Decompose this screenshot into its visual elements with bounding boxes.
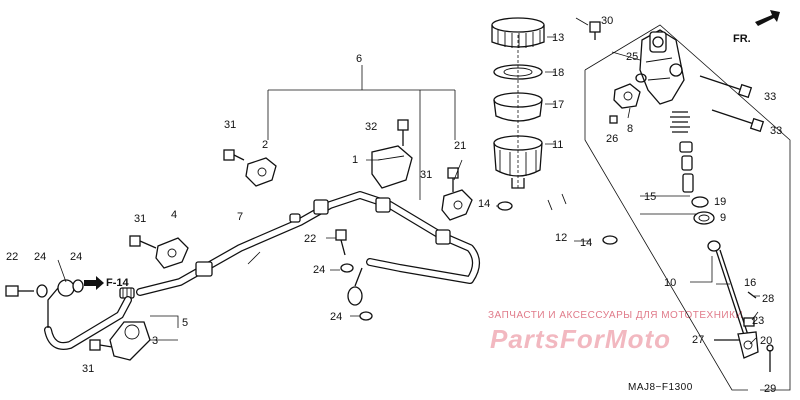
washer-24-c — [340, 263, 354, 273]
callout-17: 17 — [552, 99, 564, 111]
clevis-20 — [737, 331, 759, 359]
bolt-31-d — [89, 339, 113, 351]
callout-33-a: 33 — [764, 91, 776, 103]
callout-18: 18 — [552, 67, 564, 79]
callout-16: 16 — [744, 277, 756, 289]
watermark-logo: PartsForMoto — [490, 324, 671, 354]
pin-29 — [766, 344, 774, 372]
callout-22-a: 22 — [6, 251, 18, 263]
bolt-33-lower — [711, 109, 765, 133]
reservoir-hose — [501, 182, 616, 242]
hose-connector-7 — [289, 213, 301, 223]
hose-clip-lower — [602, 235, 618, 245]
bolt-33-upper — [699, 75, 753, 99]
bolt-32 — [397, 119, 409, 146]
ref-label: F-14 — [106, 277, 130, 289]
callout-6: 6 — [356, 53, 362, 65]
banjo-fitting-lower — [47, 279, 75, 328]
callout-2: 2 — [262, 139, 268, 151]
piston-spring — [670, 111, 690, 133]
callout-25: 25 — [626, 51, 638, 63]
callout-27: 27 — [692, 334, 704, 346]
callout-4: 4 — [171, 209, 177, 221]
callout-30: 30 — [601, 15, 613, 27]
callout-31-b: 31 — [420, 169, 432, 181]
oring-26 — [609, 115, 618, 124]
hose-clip-upper — [497, 201, 513, 211]
bolt-22-b — [335, 229, 347, 256]
clamp-4 — [155, 237, 189, 269]
watermark-text: ЗАПЧАСТИ И АКСЕССУАРЫ ДЛЯ МОТОТЕХНИКИ — [488, 310, 743, 321]
clamp-2 — [245, 157, 277, 187]
callout-33-b: 33 — [770, 125, 782, 137]
callout-21: 21 — [454, 140, 466, 152]
diagram-code: MAJ8−F1300 — [628, 382, 693, 393]
brake-hose-lower — [44, 296, 132, 350]
bolt-31-a — [223, 149, 245, 161]
callout-24-d: 24 — [330, 311, 342, 323]
piston-body — [679, 141, 694, 193]
callout-19: 19 — [714, 196, 726, 208]
callout-15: 15 — [644, 191, 656, 203]
bracket-1 — [371, 145, 413, 189]
callout-32: 32 — [365, 121, 377, 133]
callout-26: 26 — [606, 133, 618, 145]
callout-31-c: 31 — [134, 213, 146, 225]
callout-14-b: 14 — [580, 237, 592, 249]
hose-fitting-c — [435, 229, 451, 245]
callout-29: 29 — [764, 383, 776, 395]
bracket-3 — [109, 321, 151, 361]
callout-24-b: 24 — [70, 251, 82, 263]
bolt-22-a — [5, 285, 34, 297]
callout-14-a: 14 — [478, 198, 490, 210]
banjo-fitting-mid — [347, 267, 363, 306]
arrow-ref-icon — [84, 276, 104, 290]
hose-fitting-d — [195, 261, 213, 277]
master-cylinder-body — [639, 29, 685, 105]
brake-hose-main — [136, 191, 480, 296]
callout-12: 12 — [555, 232, 567, 244]
callout-5: 5 — [182, 317, 188, 329]
front-label: FR. — [733, 33, 751, 45]
washer-24-d — [359, 311, 373, 321]
callout-20: 20 — [760, 335, 772, 347]
clamp-21 — [441, 189, 473, 221]
callout-11: 11 — [552, 139, 563, 151]
callout-10: 10 — [664, 277, 676, 289]
callout-22-b: 22 — [304, 233, 316, 245]
callout-28: 28 — [762, 293, 774, 305]
washer-24-b — [72, 279, 84, 293]
hose-joint-8 — [613, 83, 641, 109]
nut-23 — [743, 317, 755, 327]
circlip-9 — [693, 211, 715, 225]
washer-25 — [635, 73, 647, 83]
callout-1: 1 — [352, 154, 358, 166]
callout-23: 23 — [752, 315, 764, 327]
callout-24-c: 24 — [313, 264, 325, 276]
front-arrow-icon — [755, 10, 780, 26]
callout-3: 3 — [152, 335, 158, 347]
reservoir-cap — [491, 17, 545, 48]
hose-fitting-b — [375, 197, 391, 213]
callout-31-a: 31 — [224, 119, 236, 131]
push-rod — [707, 240, 749, 336]
hose-fitting-a — [313, 199, 329, 215]
callout-7: 7 — [237, 211, 243, 223]
washer-24-a — [36, 284, 48, 298]
callout-13: 13 — [552, 32, 564, 44]
callout-9: 9 — [720, 212, 726, 224]
callout-8: 8 — [627, 123, 633, 135]
bolt-31-c — [129, 235, 157, 249]
pin-28 — [747, 291, 757, 299]
callout-31-d: 31 — [82, 363, 94, 375]
bolt-31-b — [447, 167, 459, 192]
callout-24-a: 24 — [34, 251, 46, 263]
bolt-30 — [575, 17, 601, 40]
piston-cup-19 — [691, 196, 709, 208]
